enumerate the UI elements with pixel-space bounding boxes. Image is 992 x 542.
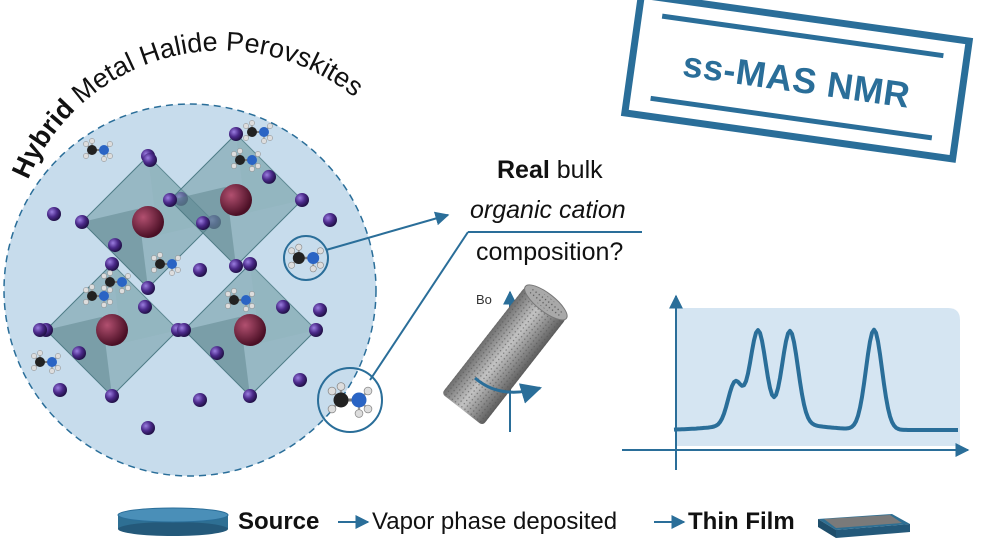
iodide-atom [313,303,327,317]
methylammonium-molecule [31,350,61,374]
methylammonium-molecule [327,382,373,418]
iodide-atom [47,207,61,221]
iodide-atom [141,281,155,295]
iodide-atom [229,127,243,141]
iodide-atom [33,323,47,337]
iodide-atom [143,153,157,167]
iodide-atom [163,193,177,207]
iodide-atom [138,299,152,314]
iodide-atom [309,323,323,337]
source-label: Source [238,508,320,535]
octahedron-4 [177,257,323,403]
iodide-atom [276,299,290,314]
lead-atom [132,206,164,238]
iodide-atom [323,213,337,227]
iodide-atom [210,346,224,361]
iodide-atom [295,193,309,207]
iodide-atom [177,323,191,337]
iodide-atom [193,263,207,277]
methylammonium-molecule [288,243,324,273]
methylammonium-molecule [83,138,113,162]
iodide-atom [196,216,210,231]
iodide-atom [141,421,155,435]
methylammonium-molecule [243,120,273,144]
question-line3: composition? [476,238,624,266]
iodide-atom [262,169,276,184]
iodide-atom [293,373,307,387]
vapor-phase-label: Vapor phase deposited [372,508,618,535]
methylammonium-molecule [151,252,181,276]
methylammonium-molecule [101,270,131,294]
iodide-atom [243,257,257,271]
question-bold: Real [497,156,550,184]
iodide-atom [108,238,122,253]
octahedron-2 [163,127,309,273]
source-disk-icon [117,507,229,536]
methylammonium-molecule [225,288,255,312]
iodide-atom [53,383,67,397]
mas-rotor-icon [443,284,568,432]
iodide-atom [229,259,243,273]
iodide-atom [72,346,86,361]
iodide-atom [105,257,119,271]
iodide-atom [193,393,207,407]
lead-atom [96,314,128,346]
thin-film-label: Thin Film [688,508,795,535]
iodide-atom [75,215,89,229]
zoom-callouts [283,211,469,433]
nmr-spectrum-icon [622,294,970,470]
question-line1-rest: bulk [549,156,603,184]
octahedron-3 [39,257,185,403]
methylammonium-molecule [83,284,113,308]
methylammonium-molecule [231,148,261,172]
thin-film-icon [818,514,910,538]
lead-atom [220,184,252,216]
iodide-atom [105,389,119,403]
question-line2: organic cation [470,196,626,224]
perovskite-crystal-icon [3,103,377,477]
b0-field-label: Bo [476,292,492,307]
iodide-atom [243,389,257,403]
lead-atom [234,314,266,346]
question-line1: Real bulk [497,158,603,183]
